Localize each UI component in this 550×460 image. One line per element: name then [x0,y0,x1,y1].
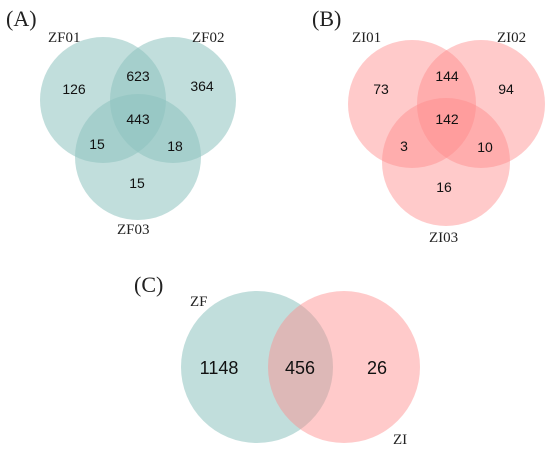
count-zf03-only: 15 [129,175,145,191]
count-zi01-zi03: 3 [400,138,408,154]
set-label-zi: ZI [393,432,407,448]
count-zf-only: 1148 [200,358,239,378]
set-label-zi02: ZI02 [497,30,526,46]
count-zi01-zi02: 144 [435,68,459,84]
venn-panel-a: (A) ZF01 ZF02 ZF03 126 623 364 443 15 18… [6,6,236,238]
panel-b-label: (B) [312,6,341,31]
count-zf01-only: 126 [62,81,86,97]
set-label-zi01: ZI01 [352,30,381,46]
circle-zf03 [75,94,201,220]
circle-zi [268,291,420,443]
panel-a-label: (A) [6,6,37,31]
circle-zf [181,291,333,443]
count-zf-all: 443 [126,111,150,127]
count-zi02-only: 94 [498,81,514,97]
count-zi-only: 26 [367,358,387,378]
count-zf02-only: 364 [190,78,214,94]
circle-zi03 [382,98,510,226]
set-label-zi03: ZI03 [429,230,458,246]
set-label-zf02: ZF02 [192,30,225,46]
count-zi01-only: 73 [373,81,389,97]
count-zi-all: 142 [435,111,459,127]
set-label-zf01: ZF01 [48,30,81,46]
circle-zi01 [348,40,476,168]
circle-zi02 [417,40,545,168]
venn-panel-b: (B) ZI01 ZI02 ZI03 73 144 94 142 3 10 16 [312,6,545,246]
venn-panel-c: (C) ZF ZI 1148 456 26 [134,272,420,448]
count-zf02-zf03: 18 [167,138,183,154]
count-zf-zi: 456 [285,358,315,378]
count-zf01-zf03: 15 [89,136,105,152]
count-zi02-zi03: 10 [477,139,493,155]
panel-c-label: (C) [134,272,163,297]
count-zi03-only: 16 [436,179,452,195]
set-label-zf: ZF [190,294,208,310]
set-label-zf03: ZF03 [117,222,150,238]
count-zf01-zf02: 623 [126,68,150,84]
